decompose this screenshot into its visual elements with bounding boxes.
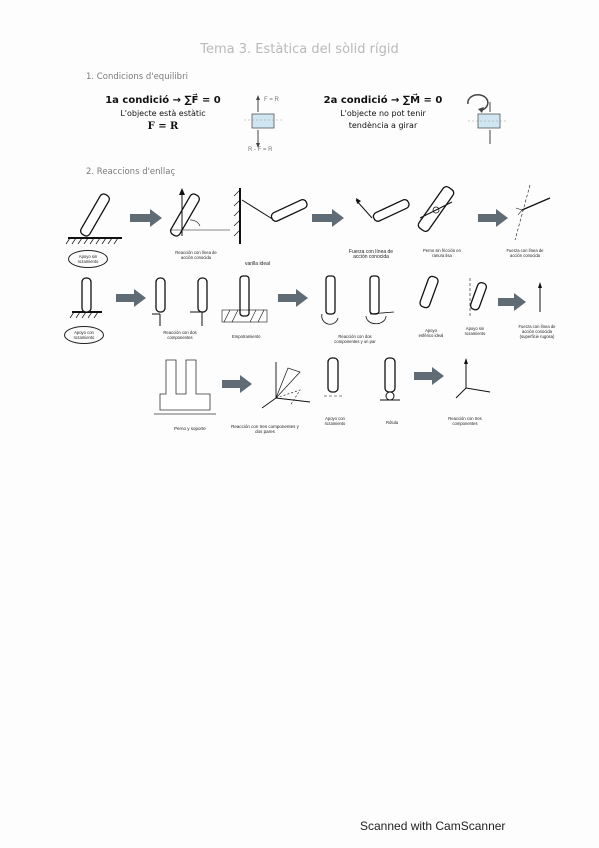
caption-apoyo-sin-rozamiento-2: Apoyo sin rozamiento	[464, 326, 486, 336]
caption-apoyo-con-rozamiento-2: Apoyo con rozamiento	[324, 416, 346, 426]
moment-balance-sketch	[467, 94, 508, 144]
sketch-label-r-f-r: R - F = R	[248, 147, 273, 153]
section-heading-reactions: 2. Reaccions d'enllaç	[86, 167, 176, 177]
first-condition: 1a condició → ∑F⃗ = 0 L'objecte està est…	[98, 95, 228, 132]
first-condition-formula: F = R	[147, 121, 179, 132]
caption-empotramiento: Empotramiento	[232, 334, 261, 339]
second-condition-heading: 2a condició → ∑M⃗ = 0	[323, 95, 443, 106]
second-condition-text-2: tendència a girar	[348, 121, 418, 130]
caption-reaccion-linea-conocida: Reacción con línea de acción conocida	[175, 250, 217, 260]
page-title: Tema 3. Estàtica del sòlid rígid	[200, 42, 399, 57]
force-balance-sketch	[244, 95, 282, 148]
caption-apoyo-sin-rozamiento: Apoyo sin rozamiento	[68, 250, 108, 268]
second-condition-text: L'objecte no pot tenir	[340, 109, 426, 118]
caption-apoyo-esferico-ideal: Apoyo esférico ideal	[418, 328, 444, 338]
caption-perno-sin-friccion: Perno sin fricción en ranura lisa	[423, 248, 461, 258]
caption-apoyo-con-rozamiento: Apoyo con rozamiento	[64, 326, 104, 344]
support-reaction-diagrams-row3	[154, 357, 491, 415]
caption-perno-y-soporte: Perno y soporte	[174, 426, 206, 431]
first-condition-text: L'objecte està estàtic	[120, 109, 206, 118]
support-reaction-diagrams-row1	[65, 184, 551, 245]
caption-fuerza-linea-conocida-small: Fuerza con línea de acción conocida	[506, 248, 544, 258]
scanner-watermark: Scanned with CamScanner	[360, 819, 506, 833]
sketch-label-f-r: F = R	[264, 97, 279, 103]
caption-varilla-ideal: varilla ideal	[245, 261, 271, 267]
first-condition-heading: 1a condició → ∑F⃗ = 0	[105, 95, 221, 106]
caption-reaccion-tres-componentes: Reacción con tres componentes	[448, 416, 482, 426]
caption-reaccion-dos-componentes-par: Reacción con dos componentes y un par	[334, 334, 376, 344]
caption-fuerza-linea-conocida: Fuerza con línea de acción conocida	[348, 249, 394, 260]
caption-reaccion-dos-componentes: Reacción con dos componentes	[163, 330, 197, 340]
support-reaction-diagrams-row2	[69, 275, 542, 326]
second-condition: 2a condició → ∑M⃗ = 0 L'objecte no pot t…	[318, 95, 448, 130]
section-heading-equilibrium: 1. Condicions d'equilibri	[86, 72, 188, 82]
caption-fuerza-linea-rugosa: Fuerza con línea de acción conocida (sup…	[518, 324, 556, 339]
caption-rotula: Rótula	[386, 420, 399, 425]
caption-reaccion-tres-componentes-dos-pares: Reacción con tres componentes y dos pare…	[231, 424, 299, 434]
